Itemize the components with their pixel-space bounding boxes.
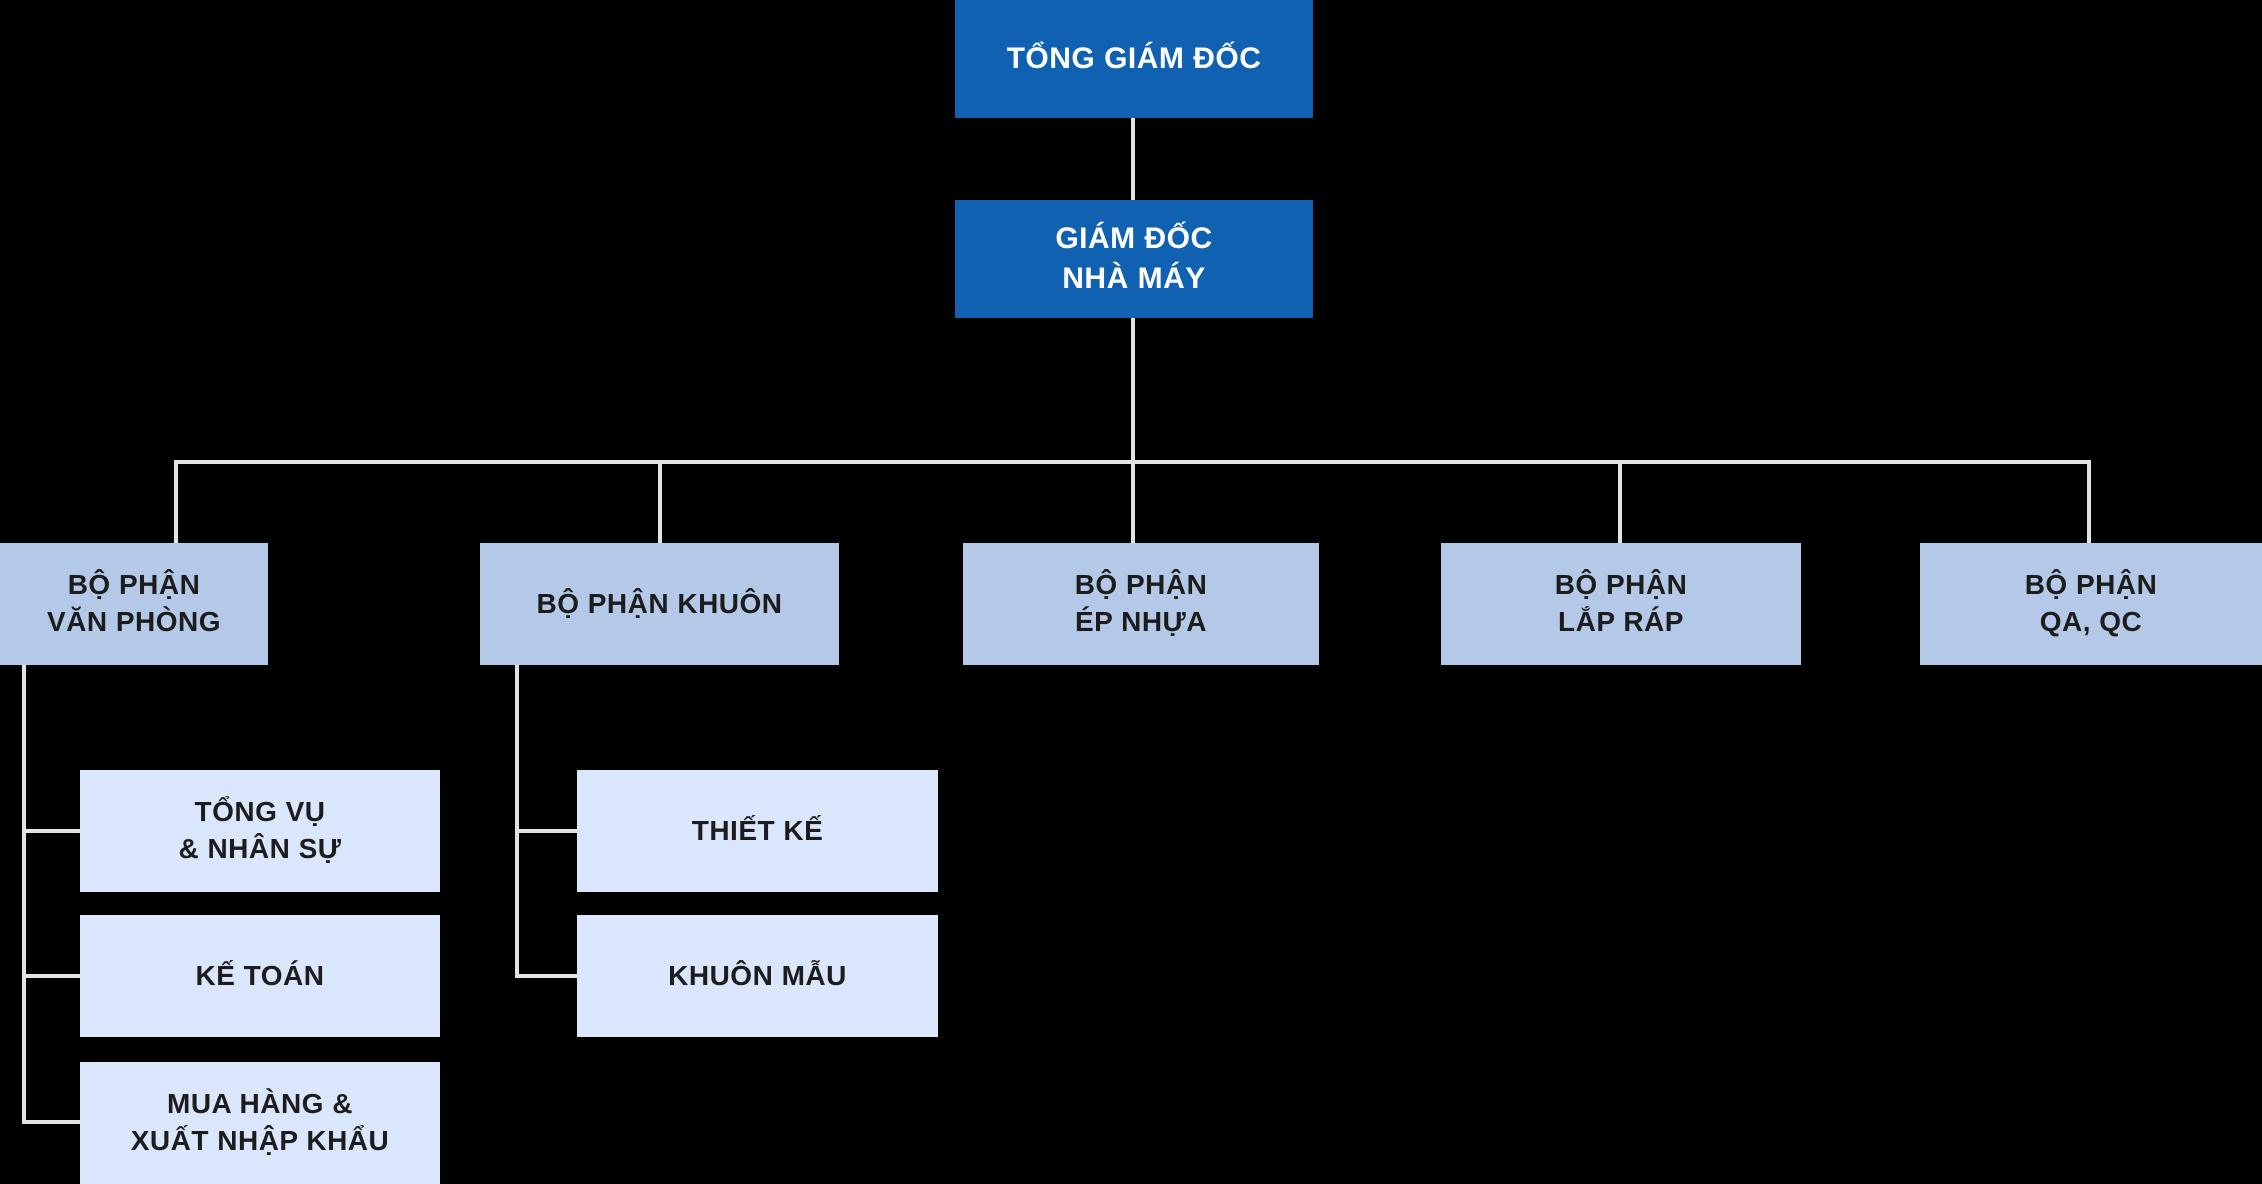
node-unit-purchasing: MUA HÀNG & XUẤT NHẬP KHẨU	[80, 1062, 440, 1184]
node-unit-purchasing-line2: XUẤT NHẬP KHẨU	[130, 1125, 390, 1156]
node-dept-qaqc: BỘ PHẬN QA, QC	[1920, 543, 2262, 665]
connector-director-to-bus	[1131, 318, 1135, 464]
connector-office-trunk	[22, 665, 26, 1124]
node-dept-assembly-line2: LẮP RÁP	[1558, 606, 1684, 637]
node-dept-assembly: BỘ PHẬN LẮP RÁP	[1441, 543, 1801, 665]
node-unit-mold-making: KHUÔN MẪU	[577, 915, 938, 1037]
node-dept-office-line2: VĂN PHÒNG	[46, 606, 222, 637]
connector-stub-injection	[1131, 460, 1135, 545]
node-dept-qaqc-line1: BỘ PHẬN	[2024, 569, 2158, 601]
node-unit-general-hr-line2: & NHÂN SỰ	[178, 833, 342, 864]
node-dept-office-line1: BỘ PHẬN	[67, 569, 201, 601]
connector-branch-design	[515, 829, 577, 833]
connector-stub-assembly	[1618, 460, 1622, 545]
node-dept-injection: BỘ PHẬN ÉP NHỰA	[963, 543, 1319, 665]
connector-branch-general-hr	[22, 829, 80, 833]
node-unit-accounting: KẾ TOÁN	[80, 915, 440, 1037]
node-dept-qaqc-line2: QA, QC	[2039, 606, 2143, 637]
node-factory-director-line2: NHÀ MÁY	[1062, 262, 1206, 295]
node-factory-director: GIÁM ĐỐC NHÀ MÁY	[955, 200, 1313, 318]
node-general-director-label: TỔNG GIÁM ĐỐC	[1006, 42, 1262, 76]
connector-root-to-director	[1131, 118, 1135, 202]
connector-branch-purchasing	[22, 1120, 80, 1124]
node-dept-injection-line1: BỘ PHẬN	[1074, 569, 1208, 601]
node-general-director: TỔNG GIÁM ĐỐC	[955, 0, 1313, 118]
connector-branch-accounting	[22, 974, 80, 978]
node-unit-design-label: THIẾT KẾ	[691, 814, 824, 846]
node-unit-general-hr: TỔNG VỤ & NHÂN SỰ	[80, 770, 440, 892]
node-unit-mold-making-label: KHUÔN MẪU	[668, 959, 847, 991]
connector-branch-mold-making	[515, 974, 577, 978]
node-unit-purchasing-line1: MUA HÀNG &	[167, 1088, 353, 1120]
node-factory-director-line1: GIÁM ĐỐC	[1055, 222, 1213, 256]
connector-mold-trunk	[515, 665, 519, 978]
node-dept-injection-line2: ÉP NHỰA	[1074, 606, 1207, 637]
connector-stub-mold	[658, 460, 662, 545]
node-dept-mold-label: BỘ PHẬN KHUÔN	[536, 587, 783, 619]
node-dept-mold: BỘ PHẬN KHUÔN	[480, 543, 839, 665]
node-unit-general-hr-line1: TỔNG VỤ	[194, 796, 326, 828]
node-unit-design: THIẾT KẾ	[577, 770, 938, 892]
connector-stub-office	[174, 460, 178, 545]
connector-stub-qaqc	[2087, 460, 2091, 545]
node-dept-office: BỘ PHẬN VĂN PHÒNG	[0, 543, 268, 665]
node-unit-accounting-label: KẾ TOÁN	[195, 959, 325, 991]
node-dept-assembly-line1: BỘ PHẬN	[1554, 569, 1688, 601]
